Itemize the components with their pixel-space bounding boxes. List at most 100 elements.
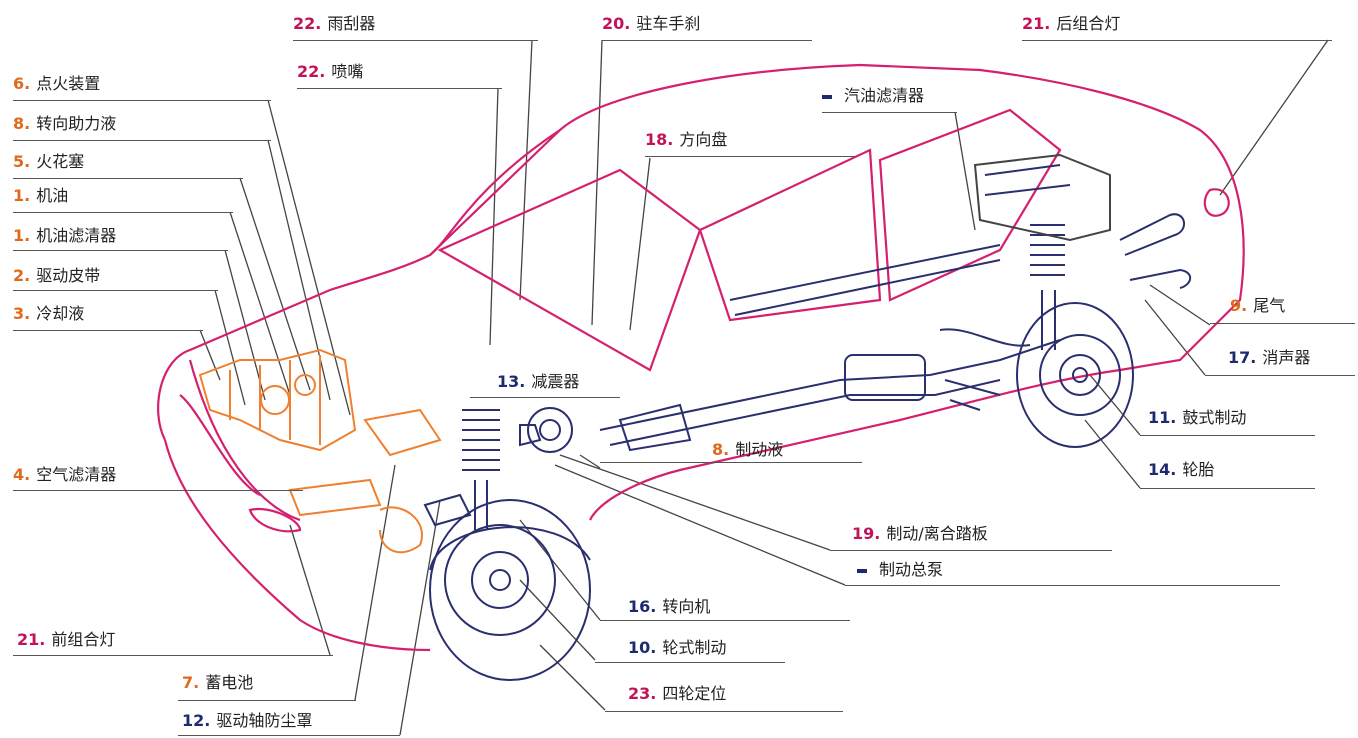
underline [822, 112, 957, 113]
label-text: 减震器 [531, 372, 580, 391]
label-exhaust: 9.尾气 [1230, 296, 1285, 316]
chassis [423, 153, 1192, 681]
underline [470, 397, 620, 398]
label-rear-light: 21.后组合灯 [1022, 14, 1120, 34]
label-text: 消声器 [1262, 348, 1311, 367]
label-text: 后组合灯 [1056, 14, 1121, 33]
label-number: 22. [293, 14, 322, 33]
label-battery: 7.蓄电池 [182, 673, 253, 693]
label-number: 1. [13, 186, 31, 205]
label-text: 空气滤清器 [36, 465, 117, 484]
label-text: 点火装置 [36, 74, 101, 93]
label-oil-filter: 1. 机油滤清器 [13, 226, 116, 246]
underline [645, 156, 855, 157]
label-text: 制动/离合踏板 [886, 524, 988, 543]
label-front-light: 21.前组合灯 [17, 630, 115, 650]
underline [13, 290, 218, 291]
underline [845, 585, 1280, 586]
underline [13, 490, 303, 491]
label-text: 雨刮器 [327, 14, 376, 33]
label-text: 蓄电池 [205, 673, 254, 692]
label-text: 驻车手刹 [636, 14, 701, 33]
underline [1140, 435, 1315, 436]
bullet-dash [822, 94, 832, 99]
underline [13, 100, 271, 101]
label-number: 16. [628, 597, 657, 616]
label-text: 尾气 [1253, 296, 1286, 315]
label-text: 转向机 [662, 597, 711, 616]
label-steering-fluid: 8.转向助力液 [13, 114, 116, 134]
label-number: 23. [628, 684, 657, 703]
label-handbrake: 20. 驻车手刹 [602, 14, 700, 34]
label-spark-plug: 5.火花塞 [13, 152, 84, 172]
label-air-filter: 4. 空气滤清器 [13, 465, 116, 485]
label-number: 14. [1148, 460, 1177, 479]
label-muffler: 17. 消声器 [1228, 348, 1310, 368]
label-cv-boot: 12.驱动轴防尘罩 [182, 711, 312, 731]
label-number: 1. [13, 226, 31, 245]
label-text: 制动总泵 [879, 560, 944, 579]
leader-lines [199, 39, 1329, 736]
label-brake-fluid: 8. 制动液 [712, 440, 783, 460]
underline [600, 620, 850, 621]
underline [178, 735, 400, 736]
label-text: 前组合灯 [51, 630, 116, 649]
label-number: 13. [497, 372, 526, 391]
label-text: 机油滤清器 [36, 226, 117, 245]
label-text: 鼓式制动 [1182, 408, 1247, 427]
label-text: 方向盘 [679, 130, 728, 149]
label-number: 6. [13, 74, 31, 93]
label-number: 8. [13, 114, 31, 133]
label-drum-brake: 11. 鼓式制动 [1148, 408, 1246, 428]
label-number: 11. [1148, 408, 1177, 427]
underline [13, 212, 233, 213]
label-text: 喷嘴 [331, 62, 364, 81]
label-wiper: 22. 雨刮器 [293, 14, 375, 34]
car-body [157, 63, 1245, 652]
underline [13, 250, 228, 251]
underline [595, 662, 785, 663]
label-text: 汽油滤清器 [844, 86, 925, 105]
underline [178, 700, 356, 701]
label-number: 8. [712, 440, 730, 459]
label-oil: 1. 机油 [13, 186, 68, 206]
label-number: 2. [13, 266, 31, 285]
label-disc-brake: 10. 轮式制动 [628, 638, 726, 658]
underline [13, 330, 203, 331]
label-nozzle: 22.喷嘴 [297, 62, 363, 82]
label-number: 3. [13, 304, 31, 323]
underline [293, 40, 538, 41]
underline [830, 550, 1112, 551]
underline [1022, 40, 1332, 41]
label-text: 四轮定位 [662, 684, 727, 703]
label-number: 17. [1228, 348, 1257, 367]
label-text: 机油 [36, 186, 69, 205]
underline [600, 462, 862, 463]
label-text: 冷却液 [36, 304, 85, 323]
underline [1140, 488, 1315, 489]
underline [602, 40, 812, 41]
bullet-dash [857, 568, 867, 573]
label-ignition: 6. 点火装置 [13, 74, 100, 94]
underline [13, 140, 271, 141]
label-text: 轮式制动 [662, 638, 727, 657]
label-text: 轮胎 [1182, 460, 1215, 479]
label-master-cylinder: 制动总泵 [857, 560, 943, 580]
label-steering-wheel: 18. 方向盘 [645, 130, 727, 150]
label-number: 18. [645, 130, 674, 149]
label-tire: 14. 轮胎 [1148, 460, 1214, 480]
label-text: 制动液 [735, 440, 784, 459]
underline [13, 178, 243, 179]
label-number: 19. [852, 524, 881, 543]
label-number: 20. [602, 14, 631, 33]
label-number: 12. [182, 711, 211, 730]
engine-block [198, 348, 442, 554]
label-number: 4. [13, 465, 31, 484]
label-drive-belt: 2.驱动皮带 [13, 266, 100, 286]
label-number: 10. [628, 638, 657, 657]
underline [297, 88, 502, 89]
label-alignment: 23. 四轮定位 [628, 684, 726, 704]
underline [13, 655, 333, 656]
